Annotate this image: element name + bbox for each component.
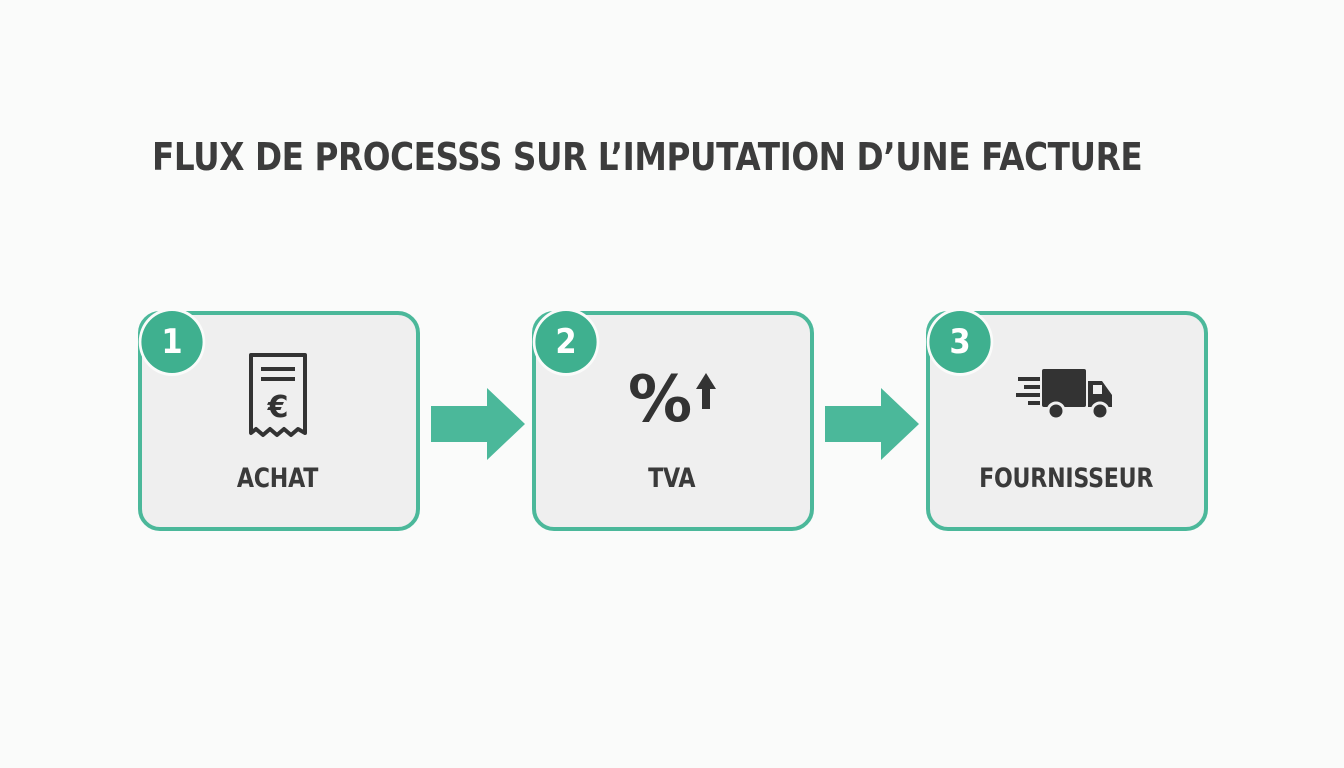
svg-text:€: €: [267, 390, 289, 425]
step-number-badge: 1: [138, 308, 206, 376]
step-label: ACHAT: [237, 463, 319, 494]
step-number-badge: 2: [532, 308, 600, 376]
step-label: FOURNISSEUR: [978, 463, 1154, 494]
step-achat: 1 € ACHAT: [138, 308, 420, 531]
delivery-truck-icon: [926, 365, 1206, 425]
euro-receipt-icon: €: [138, 351, 418, 443]
step-label: TVA: [648, 463, 696, 494]
page-title: FLUX DE PROCESSS SUR L’IMPUTATION D’UNE …: [152, 135, 1143, 179]
step-fournisseur: 3 FOURNISSEUR: [926, 308, 1208, 531]
arrow-right-icon: [825, 388, 919, 465]
svg-text:%: %: [628, 363, 692, 431]
percent-up-icon: %: [532, 359, 812, 431]
step-number-badge: 3: [926, 308, 994, 376]
step-tva: 2 % TVA: [532, 308, 814, 531]
arrow-right-icon: [431, 388, 525, 465]
